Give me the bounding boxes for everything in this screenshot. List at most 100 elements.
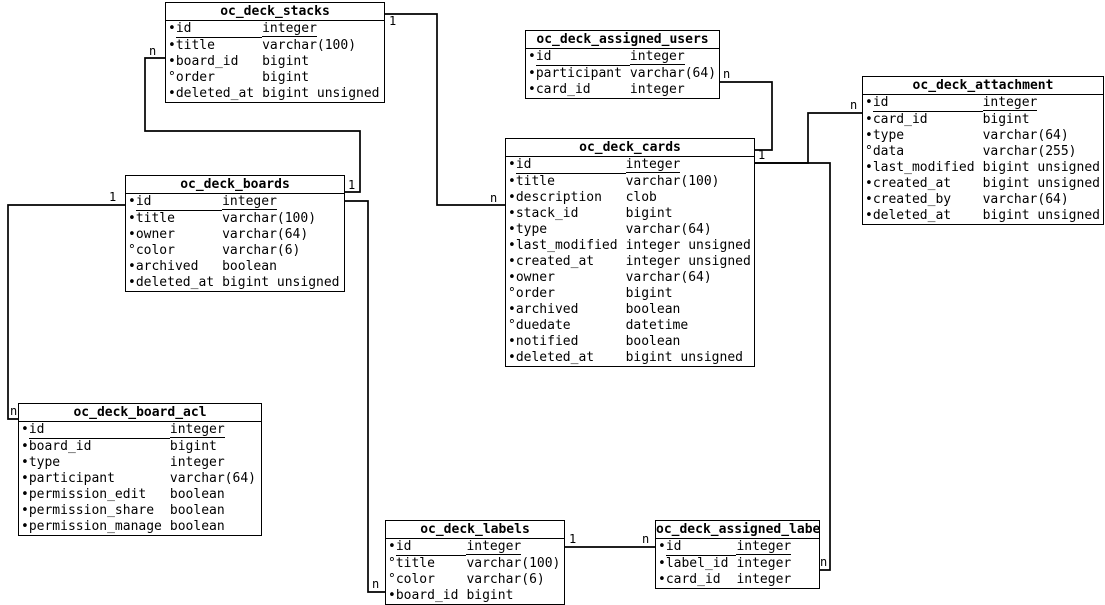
nullable-bullet-icon: ° [128, 243, 136, 258]
cardinality-label: 1 [389, 14, 396, 28]
field-row: •last_modified bigint unsigned [863, 160, 1103, 176]
field-name: permission_share [28, 503, 155, 518]
field-name: archived [515, 302, 579, 317]
field-type-text: boolean [169, 519, 225, 534]
field-name: last_modified [872, 160, 975, 175]
notnull-bullet-icon: • [21, 487, 29, 502]
notnull-bullet-icon: • [865, 208, 873, 223]
field-type: bigint [626, 286, 754, 302]
field-type: integer [736, 539, 819, 556]
field-name: color [395, 572, 435, 587]
field-name: type [28, 455, 61, 470]
field-name: type [872, 128, 905, 143]
cardinality-label: n [850, 98, 857, 112]
notnull-bullet-icon: • [21, 503, 29, 518]
field-type-text: integer [169, 422, 225, 439]
field-name: order [175, 70, 215, 85]
field-type-text: clob [625, 190, 657, 205]
field-type: clob [626, 190, 754, 206]
field-name: type [515, 222, 548, 237]
field-name: notified [515, 334, 579, 349]
field-name: title [135, 211, 175, 226]
field-type-text: varchar(64) [169, 471, 256, 486]
field-name: participant [28, 471, 115, 486]
field-name: order [515, 286, 555, 301]
notnull-bullet-icon: • [508, 222, 516, 237]
field-type: boolean [222, 259, 344, 275]
field-name: owner [515, 270, 555, 285]
field-type-text: bigint unsigned [262, 86, 380, 101]
field-name: owner [135, 227, 175, 242]
notnull-bullet-icon: • [128, 259, 136, 274]
field-type: varchar(100) [262, 38, 384, 55]
notnull-bullet-icon: • [508, 190, 516, 205]
notnull-bullet-icon: • [865, 111, 873, 127]
field-type: integer unsigned [626, 254, 754, 270]
notnull-bullet-icon: • [168, 54, 176, 69]
field-name: created_by [872, 192, 952, 207]
cardinality-label: 1 [758, 148, 765, 162]
field-name: board_id [395, 588, 459, 603]
notnull-bullet-icon: • [508, 173, 516, 189]
notnull-bullet-icon: • [21, 438, 29, 454]
field-name: data [872, 144, 905, 159]
field-type-text: varchar(100) [466, 555, 561, 571]
cardinality-label: n [642, 532, 649, 546]
relationship-stacks-cards [385, 13, 505, 206]
field-type-text: varchar(6) [466, 572, 545, 587]
notnull-bullet-icon: • [21, 471, 29, 486]
field-type-text: varchar(100) [262, 37, 357, 53]
notnull-bullet-icon: • [168, 21, 176, 37]
field-type-text: datetime [625, 318, 689, 333]
field-type-text: integer [466, 539, 522, 556]
field-type-text: boolean [625, 302, 681, 317]
notnull-bullet-icon: • [508, 270, 516, 285]
cardinality-label: n [820, 555, 827, 569]
field-name: title [395, 556, 435, 571]
field-name: permission_edit [28, 487, 147, 502]
field-type-text: bigint unsigned [982, 160, 1100, 175]
field-type: varchar(64) [626, 222, 754, 238]
field-name: deleted_at [175, 86, 255, 101]
field-type-text: integer [625, 157, 681, 174]
notnull-bullet-icon: • [128, 275, 136, 290]
relationship-cards-attachment [755, 112, 862, 164]
field-type-text: varchar(64) [629, 65, 717, 81]
field-type: bigint [983, 112, 1103, 129]
field-type: integer [736, 556, 819, 573]
field-type-text: integer [736, 572, 792, 587]
field-row: •archived boolean [126, 259, 344, 275]
field-type-text: bigint unsigned [222, 275, 340, 290]
field-name: archived [135, 259, 199, 274]
relationship-cards-assigned_labels [755, 162, 831, 571]
field-type: boolean [170, 503, 261, 519]
field-type-text: bigint [625, 286, 673, 301]
notnull-bullet-icon: • [508, 238, 516, 253]
notnull-bullet-icon: • [865, 160, 873, 175]
field-type-text: integer [736, 555, 792, 571]
table-title: oc_deck_cards [506, 139, 754, 157]
field-type-text: boolean [169, 503, 225, 518]
field-type-text: integer unsigned [625, 254, 751, 269]
nullable-bullet-icon: ° [865, 144, 873, 159]
notnull-bullet-icon: • [865, 128, 873, 143]
